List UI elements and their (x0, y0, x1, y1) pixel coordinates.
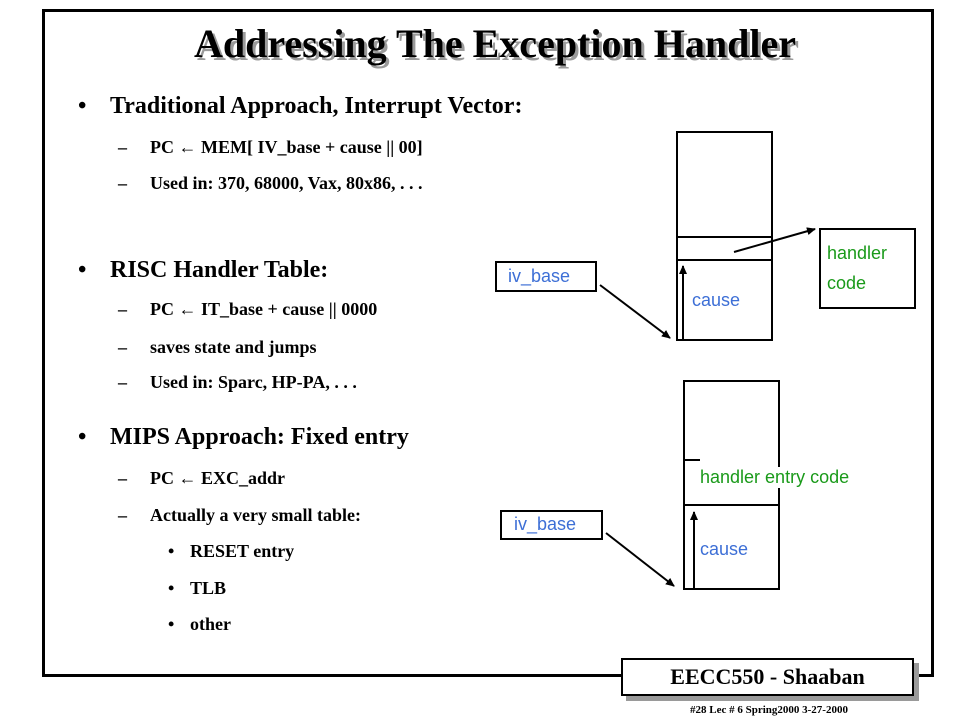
dash-marker: – (118, 468, 127, 488)
item-risc-2: saves state and jumps (150, 337, 317, 357)
subitem-tlb: TLB (190, 578, 227, 598)
bullet-dot: • (78, 424, 87, 450)
subitem-other: other (190, 614, 231, 634)
slide-title: Addressing The Exception Handler (194, 21, 796, 66)
cause-label-top: cause (692, 290, 741, 310)
bullet-dot: • (78, 93, 87, 119)
dash-marker: – (118, 505, 127, 525)
vector-table-entry-top (676, 236, 773, 261)
dash-marker: – (118, 372, 127, 392)
handler-label-line2: code (827, 273, 867, 293)
base-arrow-bottom (605, 532, 675, 587)
handler-label-line1: handler (827, 243, 888, 263)
item-traditional-2: Used in: 370, 68000, Vax, 80x86, . . . (150, 173, 423, 193)
iv-base-box-bottom (500, 510, 603, 540)
course-footer-box: EECC550 - Shaaban (621, 658, 914, 696)
cause-label-bottom: cause (700, 539, 749, 559)
heading-traditional: Traditional Approach, Interrupt Vector: (110, 93, 523, 119)
item-traditional-1: PC ← MEM[ IV_base + cause || 00] (150, 137, 423, 157)
slide-frame (42, 9, 934, 677)
iv-base-box-top (495, 261, 597, 292)
jump-arrow-top (733, 227, 816, 253)
handler-code-box (819, 228, 916, 309)
course-footer-title: EECC550 - Shaaban (670, 664, 865, 689)
item-mips-2: Actually a very small table: (150, 505, 361, 525)
sub-bullet-dot: • (168, 614, 175, 634)
iv-base-label-bottom: iv_base (514, 514, 577, 534)
iv-base-label-top: iv_base (508, 266, 571, 286)
dash-marker: – (118, 299, 127, 319)
item-risc-1: PC ← IT_base + cause || 0000 (150, 299, 378, 319)
bullet-dot: • (78, 257, 87, 283)
item-mips-1: PC ← EXC_addr (150, 468, 286, 488)
dash-marker: – (118, 137, 127, 157)
slide-reference: #28 Lec # 6 Spring2000 3-27-2000 (690, 704, 848, 716)
heading-mips: MIPS Approach: Fixed entry (110, 424, 409, 450)
dash-marker: – (118, 337, 127, 357)
subitem-reset: RESET entry (190, 541, 295, 561)
heading-risc: RISC Handler Table: (110, 257, 329, 283)
sub-bullet-dot: • (168, 578, 175, 598)
sub-bullet-dot: • (168, 541, 175, 561)
base-arrow-top (599, 284, 671, 339)
dash-marker: – (118, 173, 127, 193)
entry-label: handler entry code (700, 467, 850, 488)
item-risc-3: Used in: Sparc, HP-PA, . . . (150, 372, 357, 392)
